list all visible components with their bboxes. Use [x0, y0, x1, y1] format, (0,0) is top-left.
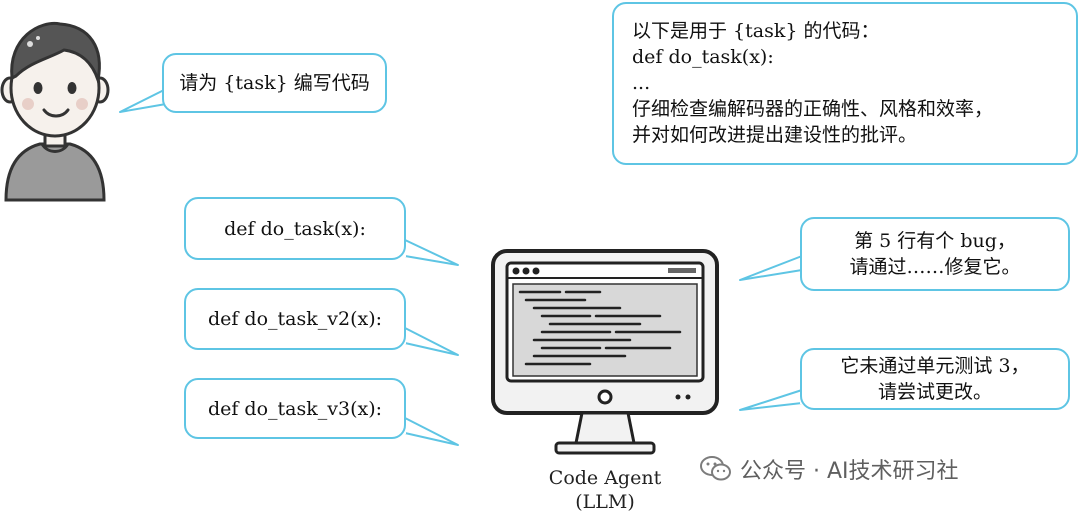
feedback-bubble-1: 第 5 行有个 bug， 请通过……修复它。: [800, 217, 1070, 291]
feedback-bubble-2-tail: [739, 389, 803, 411]
code-bubble-v3: def do_task_v3(x):: [184, 378, 406, 439]
feedback-line: 它未通过单元测试 3，: [840, 355, 1030, 377]
code-bubble-v2: def do_task_v2(x):: [184, 288, 406, 350]
code-bubble-3-tail: [404, 417, 459, 446]
agent-caption-title: Code Agent: [548, 467, 662, 489]
code-bubble-text: def do_task_v2(x):: [207, 308, 383, 330]
feedback-line: 请尝试更改。: [877, 381, 992, 403]
feedback-line: 第 5 行有个 bug，: [854, 230, 1016, 252]
user-avatar: [0, 21, 110, 202]
critique-line: 以下是用于 {task} 的代码：: [632, 20, 880, 42]
user-bubble-tail: [119, 89, 167, 113]
critique-line: def do_task(x):: [632, 46, 774, 68]
critique-line: 仔细检查编解码器的正确性、风格和效率，: [632, 98, 994, 120]
code-bubble-1-tail: [404, 239, 459, 266]
user-request-text: 请为 {task} 编写代码: [179, 72, 370, 94]
feedback-line: 请通过……修复它。: [849, 256, 1021, 278]
code-bubble-text: def do_task(x):: [224, 217, 366, 240]
code-bubble-2-tail: [404, 327, 459, 356]
watermark-text: 公众号 · AI技术研习社: [740, 459, 959, 484]
feedback-bubble-1-tail: [739, 255, 803, 281]
watermark: 公众号 · AI技术研习社: [700, 453, 959, 485]
agent-caption-subtitle: (LLM): [575, 491, 635, 513]
code-bubble-text: def do_task_v3(x):: [207, 397, 383, 420]
feedback-bubble-2: 它未通过单元测试 3， 请尝试更改。: [800, 348, 1070, 410]
critique-line: ...: [632, 72, 651, 94]
computer-monitor-icon: [491, 249, 719, 455]
critique-prompt-bubble: 以下是用于 {task} 的代码： def do_task(x): ... 仔细…: [612, 2, 1078, 165]
code-bubble-v1: def do_task(x):: [184, 197, 406, 260]
user-request-bubble: 请为 {task} 编写代码: [162, 53, 387, 113]
agent-caption: Code Agent (LLM): [535, 466, 675, 514]
critique-line: 并对如何改进提出建设性的批评。: [632, 124, 918, 146]
wechat-icon: [700, 456, 731, 481]
